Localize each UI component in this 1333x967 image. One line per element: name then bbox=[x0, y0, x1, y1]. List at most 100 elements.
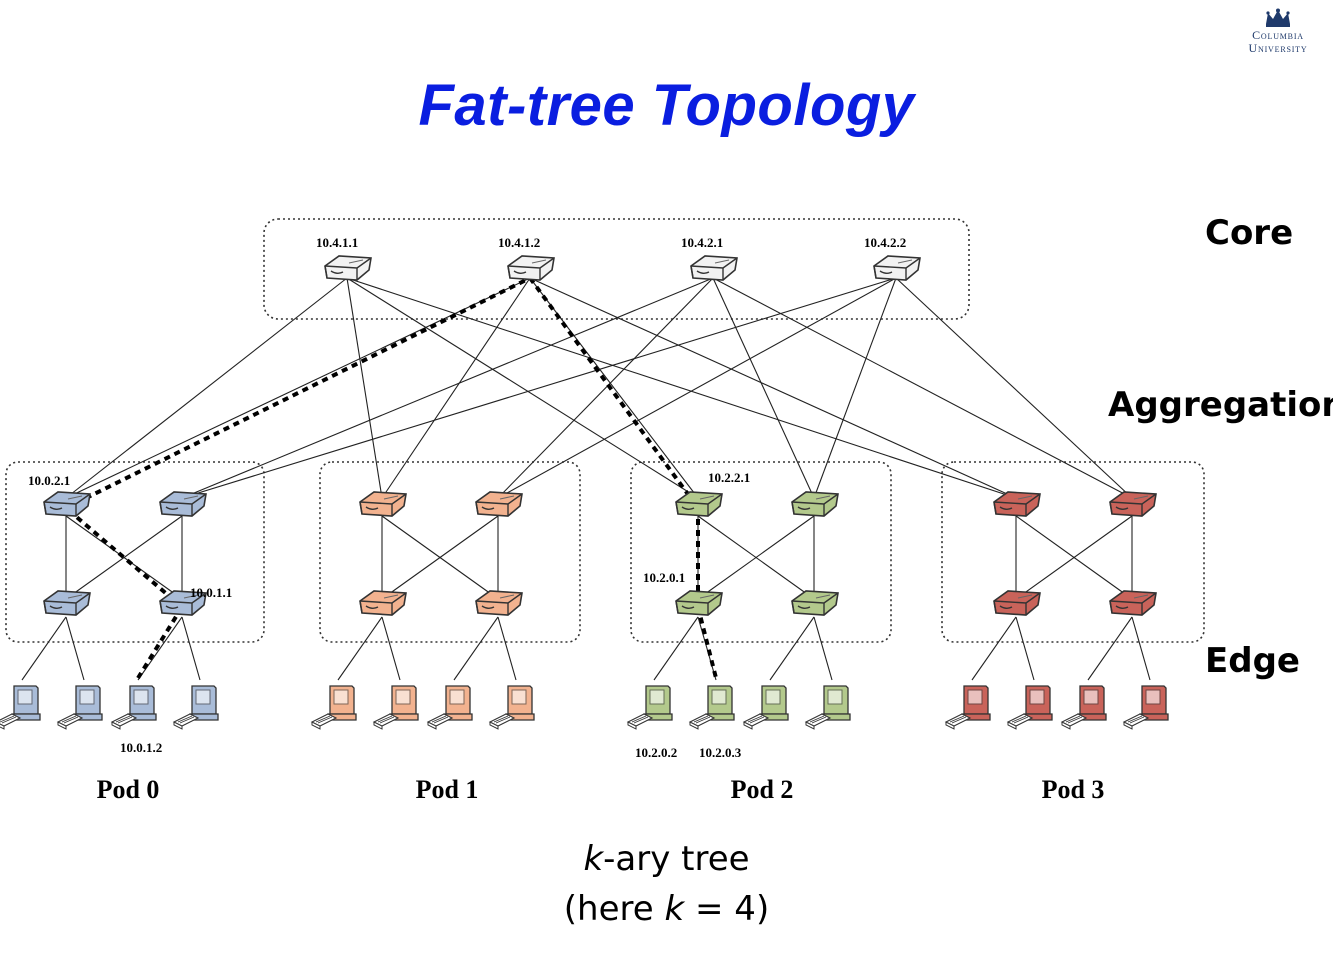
node-layer bbox=[0, 255, 1169, 730]
host-3-0 bbox=[944, 685, 991, 730]
core-agg-link bbox=[712, 277, 815, 499]
agg-edge-link bbox=[381, 515, 499, 600]
annotation-10-2-0-2: 10.2.0.2 bbox=[635, 745, 677, 760]
pod-label-1: Pod 1 bbox=[416, 775, 479, 804]
edge-host-link bbox=[1087, 616, 1133, 681]
annotation-10-2-2-1: 10.2.2.1 bbox=[708, 470, 750, 485]
group-boxes bbox=[5, 218, 1205, 643]
host-0-3 bbox=[172, 685, 219, 730]
pod-box-1 bbox=[319, 461, 581, 643]
link-layer bbox=[21, 277, 1151, 681]
core-switch-1 bbox=[507, 255, 555, 281]
host-1-1 bbox=[372, 685, 419, 730]
core-agg-link bbox=[65, 277, 348, 499]
edge-host-link bbox=[653, 616, 699, 681]
host-3-2 bbox=[1060, 685, 1107, 730]
agg-switch-2-0 bbox=[675, 491, 723, 517]
edge-switch-3-1 bbox=[1109, 590, 1157, 616]
host-0-1 bbox=[56, 685, 103, 730]
highlighted-path bbox=[64, 276, 718, 680]
caption-line-2-post: = 4) bbox=[684, 889, 770, 929]
edge-switch-2-1 bbox=[791, 590, 839, 616]
host-1-0 bbox=[310, 685, 357, 730]
host-2-2 bbox=[742, 685, 789, 730]
edge-switch-3-0 bbox=[993, 590, 1041, 616]
caption-line-2-pre: (here bbox=[563, 889, 665, 929]
logo-line-2: University bbox=[1248, 41, 1308, 55]
path-segment bbox=[64, 506, 184, 609]
core-agg-link bbox=[895, 277, 1133, 499]
host-1-3 bbox=[488, 685, 535, 730]
path-segment bbox=[65, 276, 531, 510]
edge-switch-2-0 bbox=[675, 590, 723, 616]
label-layer: 10.4.1.1 10.4.1.2 10.4.2.1 10.4.2.2 10.0… bbox=[28, 235, 1104, 804]
layer-label-edge: Edge bbox=[1205, 641, 1300, 681]
core-label-1: 10.4.1.2 bbox=[498, 235, 540, 250]
pod-label-3: Pod 3 bbox=[1042, 775, 1105, 804]
edge-host-link bbox=[1015, 616, 1035, 681]
agg-edge-link bbox=[65, 515, 183, 600]
caption-k-1: k bbox=[583, 839, 604, 879]
annotation-10-2-0-3: 10.2.0.3 bbox=[699, 745, 742, 760]
core-switch-2 bbox=[690, 255, 738, 281]
core-agg-link bbox=[497, 277, 897, 499]
core-group-box bbox=[263, 218, 970, 320]
core-agg-link bbox=[497, 277, 714, 499]
agg-switch-1-0 bbox=[359, 491, 407, 517]
annotation-10-0-1-1: 10.0.1.1 bbox=[190, 585, 232, 600]
crown-icon bbox=[1266, 8, 1290, 27]
edge-host-link bbox=[1131, 616, 1151, 681]
path-segment bbox=[528, 276, 700, 510]
agg-switch-3-1 bbox=[1109, 491, 1157, 517]
caption-k-2: k bbox=[664, 889, 685, 929]
core-agg-link bbox=[346, 277, 699, 499]
core-label-2: 10.4.2.1 bbox=[681, 235, 723, 250]
caption-line-1-rest: -ary tree bbox=[603, 839, 750, 879]
core-agg-link bbox=[381, 277, 531, 499]
logo-line-1: Columbia bbox=[1252, 28, 1304, 42]
core-agg-link bbox=[181, 277, 897, 499]
host-0-0 bbox=[0, 685, 41, 730]
core-agg-link bbox=[529, 277, 699, 499]
edge-host-link bbox=[337, 616, 383, 681]
pod-box-3 bbox=[941, 461, 1205, 643]
agg-switch-0-1 bbox=[159, 491, 207, 517]
annotation-10-0-2-1: 10.0.2.1 bbox=[28, 473, 70, 488]
edge-host-link bbox=[497, 616, 517, 681]
layer-label-core: Core bbox=[1205, 213, 1294, 253]
host-1-2 bbox=[426, 685, 473, 730]
core-agg-link bbox=[181, 277, 714, 499]
edge-switch-1-0 bbox=[359, 590, 407, 616]
caption: k-ary tree (here k = 4) bbox=[0, 834, 1333, 934]
core-agg-link bbox=[712, 277, 1133, 499]
pod-box-2 bbox=[630, 461, 892, 643]
edge-switch-0-1 bbox=[159, 590, 207, 616]
edge-switch-1-1 bbox=[475, 590, 523, 616]
edge-host-link bbox=[453, 616, 499, 681]
edge-host-link bbox=[137, 616, 183, 681]
host-3-1 bbox=[1006, 685, 1053, 730]
pod-label-2: Pod 2 bbox=[731, 775, 794, 804]
core-label-3: 10.4.2.2 bbox=[864, 235, 906, 250]
host-2-0 bbox=[626, 685, 673, 730]
host-2-3 bbox=[804, 685, 851, 730]
university-logo: Columbia University bbox=[1232, 8, 1324, 74]
edge-host-link bbox=[697, 616, 717, 681]
agg-switch-3-0 bbox=[993, 491, 1041, 517]
host-2-1 bbox=[688, 685, 735, 730]
core-agg-link bbox=[346, 277, 1017, 499]
edge-host-link bbox=[181, 616, 201, 681]
core-agg-link bbox=[813, 277, 897, 499]
annotation-10-2-0-1: 10.2.0.1 bbox=[643, 570, 685, 585]
layer-label-aggregation: Aggregation bbox=[1108, 385, 1333, 425]
agg-switch-0-0 bbox=[43, 491, 91, 517]
slide-title: Fat-tree Topology bbox=[418, 73, 915, 138]
pod-box-0 bbox=[5, 461, 265, 643]
edge-host-link bbox=[769, 616, 815, 681]
edge-host-link bbox=[813, 616, 833, 681]
edge-host-link bbox=[971, 616, 1017, 681]
agg-edge-link bbox=[697, 515, 815, 600]
pod-label-0: Pod 0 bbox=[97, 775, 160, 804]
core-switch-3 bbox=[873, 255, 921, 281]
